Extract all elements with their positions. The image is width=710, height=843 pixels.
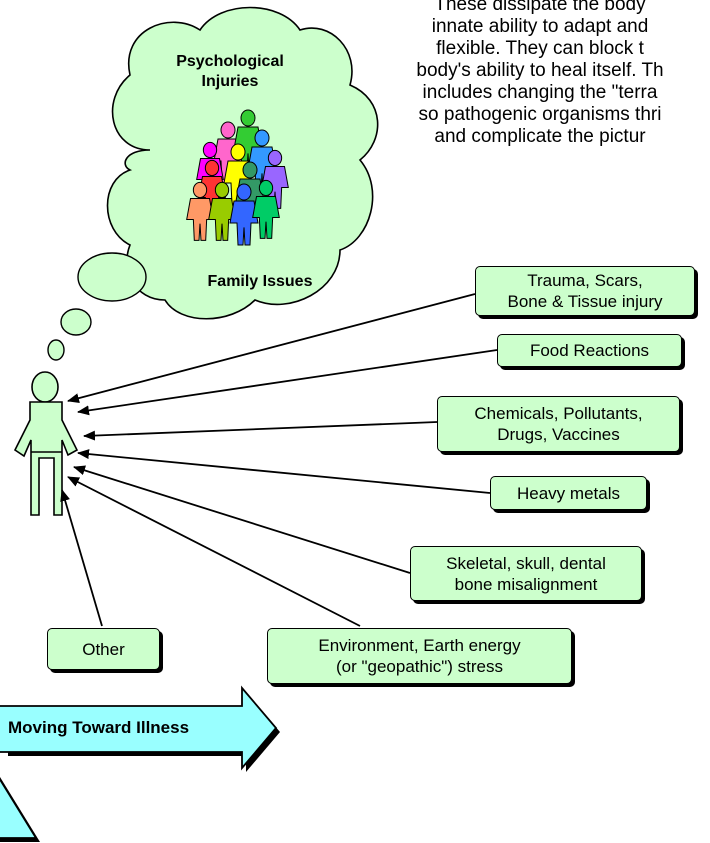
factor-box-trauma: Trauma, Scars, Bone & Tissue injury: [475, 266, 695, 316]
thought-bubble: [60, 308, 92, 336]
cloud-title-line: Psychological: [176, 53, 284, 70]
arrow-environment: [67, 476, 361, 627]
cloud-title-line: Injuries: [201, 73, 259, 90]
arrow-trauma: [67, 293, 476, 404]
cloud-title: Psychological Injuries: [160, 52, 300, 92]
family-person-icon: [261, 149, 289, 209]
box-label: Heavy metals: [517, 483, 620, 503]
family-person-icon: [252, 179, 280, 239]
box-label: Drugs, Vaccines: [497, 425, 620, 444]
thought-bubble: [47, 339, 65, 361]
box-label: bone misalignment: [454, 574, 598, 594]
progress-arrow: [0, 685, 280, 772]
progress-arrow-label: Moving Toward Illness: [8, 718, 190, 737]
family-icon: [186, 109, 289, 246]
family-person-icon: [208, 181, 236, 241]
box-label: Other: [82, 639, 125, 659]
box-label: Skeletal, skull, dental: [446, 553, 606, 573]
box-label: Bone & Tissue injury: [507, 292, 663, 311]
bottom-triangle: [0, 777, 40, 842]
factor-box-metals: Heavy metals: [490, 476, 647, 510]
box-label: Trauma, Scars,: [527, 271, 643, 290]
box-label: Food Reactions: [529, 341, 650, 360]
arrow-metals: [77, 449, 491, 494]
factor-box-chemicals: Chemicals, Pollutants, Drugs, Vaccines: [437, 396, 680, 452]
factor-box-food: Food Reactions: [497, 334, 682, 367]
factor-box-environment: Environment, Earth energy (or "geopathic…: [267, 628, 572, 684]
family-person-icon: [229, 183, 259, 246]
intro-paragraph: These dissipate the body innate ability …: [416, 0, 664, 147]
influence-arrows: [60, 293, 498, 627]
arrow-skeletal: [73, 465, 411, 574]
arrow-chemicals: [83, 421, 438, 441]
person-figure: [13, 371, 79, 516]
box-label: Chemicals, Pollutants,: [474, 404, 643, 423]
cloud-bottom-label: Family Issues: [207, 273, 313, 290]
family-person-icon: [186, 181, 214, 241]
box-label: (or "geopathic") stress: [335, 657, 504, 676]
factor-box-other: Other: [47, 628, 160, 670]
factor-box-skeletal: Skeletal, skull, dental bone misalignmen…: [410, 546, 642, 601]
arrow-food: [77, 349, 498, 416]
box-label: Environment, Earth energy: [318, 636, 521, 655]
arrow-other: [60, 489, 103, 627]
thought-bubble: [77, 252, 147, 302]
